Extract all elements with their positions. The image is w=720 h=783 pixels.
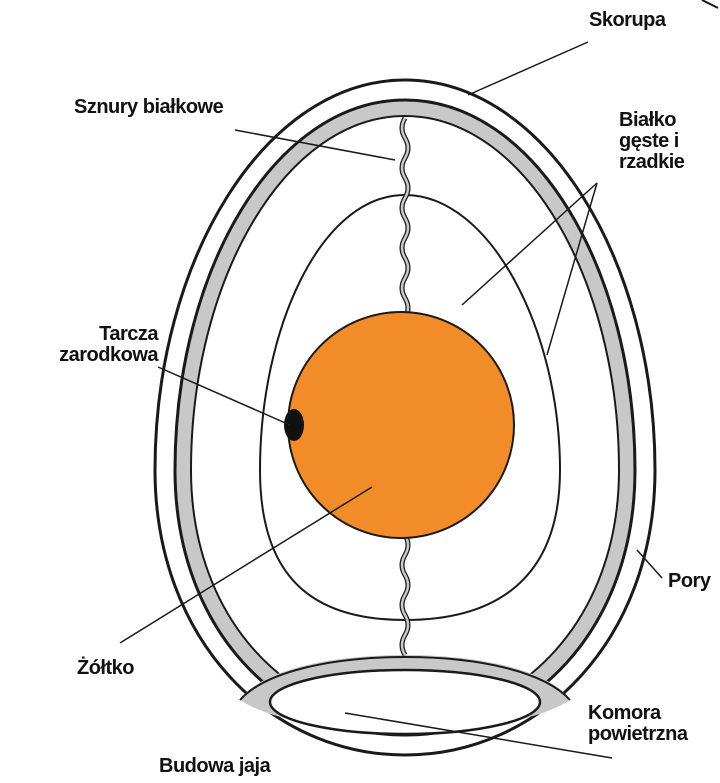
label-air-cell: Komora powietrzna — [588, 703, 687, 745]
corner-mark — [702, 0, 718, 8]
air-cell — [270, 670, 540, 734]
germinal-disc — [284, 409, 304, 441]
label-pores: Pory — [668, 571, 710, 592]
label-shell: Skorupa — [589, 10, 666, 31]
yolk — [288, 312, 514, 538]
label-germinal-disc: Tarcza zarodkowa — [55, 324, 158, 366]
label-chalazae: Sznury białkowe — [74, 97, 223, 118]
diagram-caption: Budowa jaja — [159, 756, 270, 777]
label-yolk: Żółtko — [77, 658, 134, 679]
leader-shell — [468, 42, 588, 95]
label-albumen: Białko gęste i rzadkie — [619, 110, 684, 173]
